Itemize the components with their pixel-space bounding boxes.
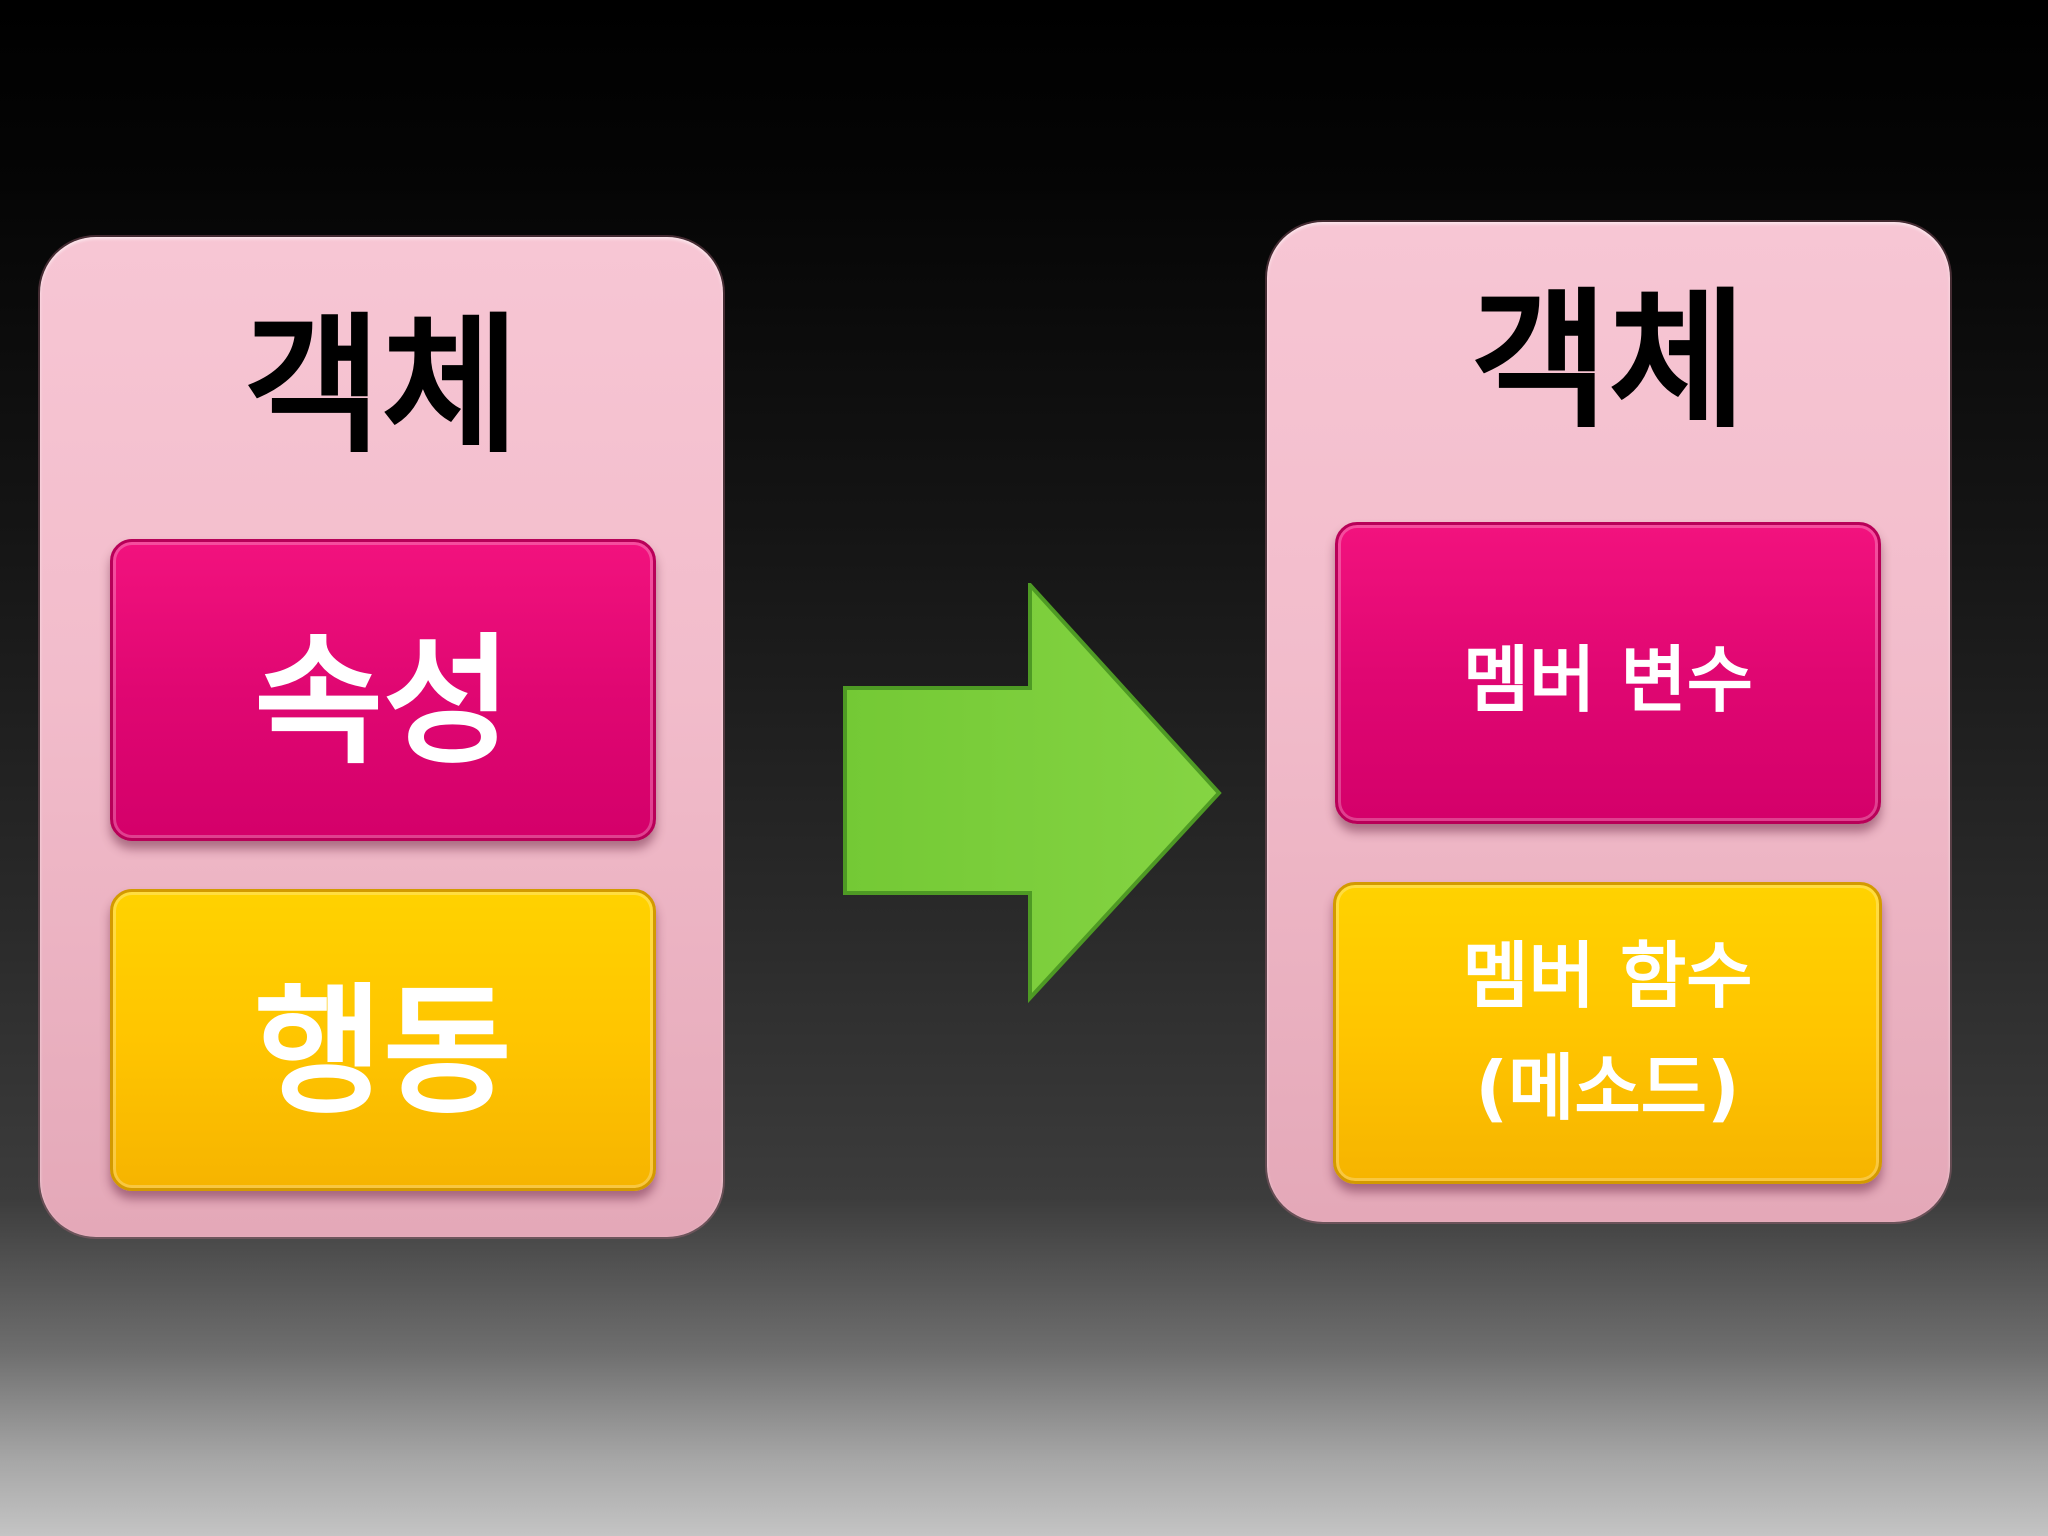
member-function-label: 멤버 함수 bbox=[1462, 934, 1753, 1019]
attribute-block: 속성 bbox=[110, 539, 656, 841]
left-object-panel: 객체 속성 행동 bbox=[40, 237, 723, 1237]
right-panel-title: 객체 bbox=[1470, 275, 1747, 449]
behavior-block: 행동 bbox=[110, 889, 656, 1191]
method-label: (메소드) bbox=[1475, 1046, 1740, 1130]
member-variable-label: 멤버 변수 bbox=[1462, 637, 1754, 722]
attribute-label: 속성 bbox=[254, 621, 512, 784]
member-variable-block: 멤버 변수 bbox=[1335, 522, 1881, 824]
right-arrow-icon bbox=[843, 583, 1222, 1003]
member-function-block: 멤버 함수 (메소드) bbox=[1333, 882, 1882, 1184]
behavior-label: 행동 bbox=[254, 971, 512, 1134]
right-object-panel: 객체 멤버 변수 멤버 함수 (메소드) bbox=[1267, 222, 1950, 1222]
left-panel-title: 객체 bbox=[243, 300, 520, 474]
